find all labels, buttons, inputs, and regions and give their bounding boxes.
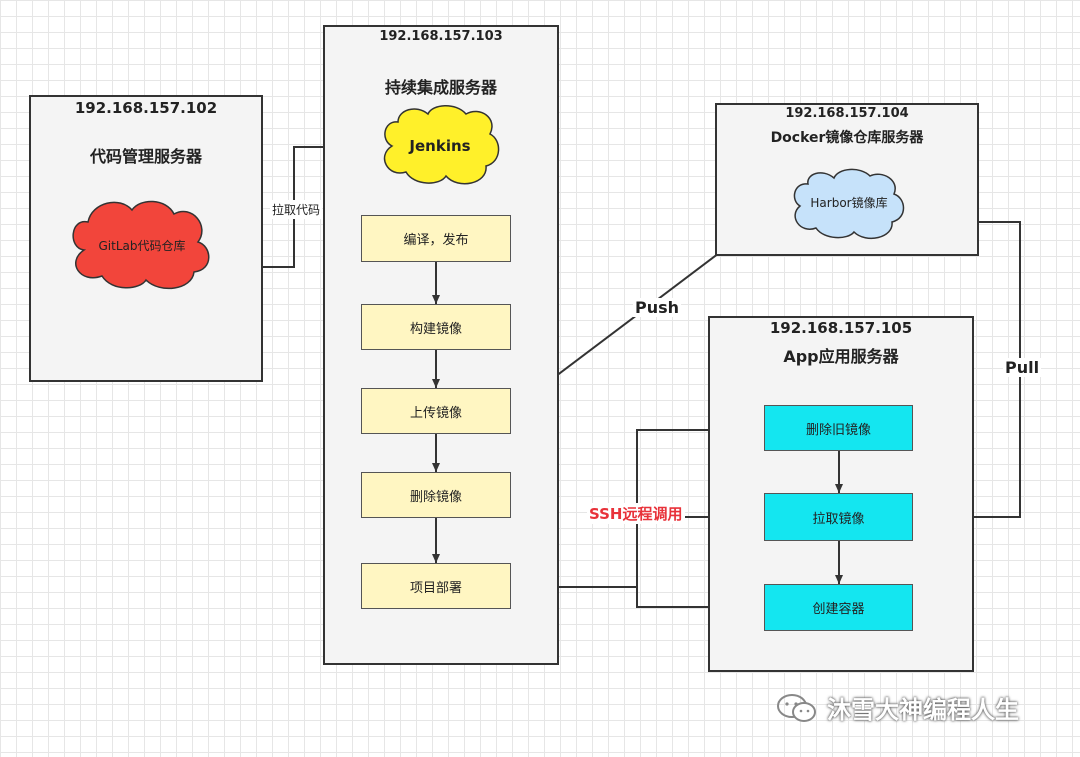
registry-server-ip: 192.168.157.104 xyxy=(785,106,909,121)
step-remove-old-image: 删除旧镜像 xyxy=(764,405,913,451)
registry-server-name: Docker镜像仓库服务器 xyxy=(770,130,924,146)
step-deploy-project: 项目部署 xyxy=(361,563,511,609)
push-label: Push xyxy=(633,298,682,317)
jenkins-cloud-shape xyxy=(383,105,500,185)
pull-label: Pull xyxy=(1003,358,1042,377)
ssh-label: SSH远程调用 xyxy=(587,503,685,524)
harbor-cloud-label: Harbor镜像库 xyxy=(810,196,888,210)
code-server-ip: 192.168.157.102 xyxy=(74,99,218,117)
harbor-cloud-shape xyxy=(793,168,905,240)
step-build-image: 构建镜像 xyxy=(361,304,511,350)
watermark-text: 沐雪大神编程人生 xyxy=(827,696,1019,724)
app-server-name: App应用服务器 xyxy=(783,347,899,366)
code-server-name: 代码管理服务器 xyxy=(89,147,202,166)
pull-code-label: 拉取代码 xyxy=(270,200,323,219)
jenkins-cloud-label: Jenkins xyxy=(409,137,471,155)
ci-server-ip: 192.168.157.103 xyxy=(379,29,503,44)
ci-server-name: 持续集成服务器 xyxy=(384,78,497,97)
step-compile-publish: 编译，发布 xyxy=(361,215,511,262)
gitlab-cloud-label: GitLab代码仓库 xyxy=(98,239,186,253)
step-delete-image: 删除镜像 xyxy=(361,472,511,518)
step-create-container: 创建容器 xyxy=(764,584,913,631)
step-pull-image: 拉取镜像 xyxy=(764,493,913,541)
gitlab-cloud-shape xyxy=(72,200,210,290)
step-upload-image: 上传镜像 xyxy=(361,388,511,434)
watermark: 沐雪大神编程人生 xyxy=(775,690,1019,725)
app-server-ip: 192.168.157.105 xyxy=(769,319,913,337)
wechat-icon xyxy=(777,693,816,722)
